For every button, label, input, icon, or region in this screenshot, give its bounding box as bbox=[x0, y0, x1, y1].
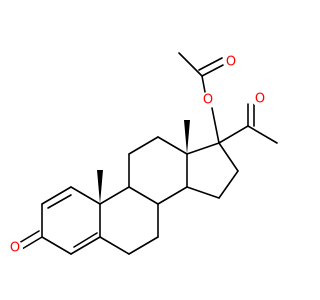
bond-c16-c15 bbox=[218, 170, 239, 199]
bond-c17-o-ester bbox=[211, 107, 220, 144]
bond-c17-c20 bbox=[218, 125, 249, 144]
atom-o-ester: O bbox=[203, 93, 213, 108]
bond-c3-o-1 bbox=[21, 236, 43, 250]
bond-c-acyl-o-1 bbox=[201, 63, 226, 77]
bond-c1-c2-inner bbox=[47, 194, 72, 209]
bond-c1-c2-outer bbox=[41, 186, 72, 205]
bond-c3-c4 bbox=[41, 236, 72, 255]
bond-c14-c8 bbox=[157, 186, 188, 205]
bond-o-ester-c-acyl bbox=[201, 75, 206, 93]
oxygen-labels: O O O O bbox=[7, 54, 268, 256]
bond-c3-o-2 bbox=[18, 230, 40, 244]
methyl-wedge-c10 bbox=[97, 170, 103, 204]
bond-c6-c7 bbox=[128, 236, 159, 255]
atom-o-acetoxy-carbonyl: O bbox=[226, 55, 236, 70]
acetyl-group bbox=[218, 103, 278, 144]
bond-c11-c12 bbox=[128, 136, 159, 155]
bond-c12-c13 bbox=[157, 136, 188, 155]
bond-c5-c6 bbox=[99, 236, 130, 255]
bond-c-acyl-o-2 bbox=[198, 57, 223, 71]
acetoxy-group bbox=[178, 52, 226, 144]
atom-o-acetyl-carbonyl: O bbox=[255, 92, 265, 107]
ring-a bbox=[18, 186, 101, 255]
methyl-wedge-c13 bbox=[184, 120, 190, 154]
bond-c-acyl-ch3 bbox=[178, 52, 203, 77]
bond-c9-c10 bbox=[99, 186, 130, 205]
molecule-structure-diagram: O O O O bbox=[7, 52, 278, 256]
bond-c10-c1 bbox=[70, 186, 101, 205]
bond-c15-c14 bbox=[186, 186, 220, 199]
bond-c20-c21 bbox=[247, 125, 278, 144]
ring-d bbox=[186, 142, 239, 199]
ring-c bbox=[128, 136, 188, 205]
bond-c17-c16 bbox=[218, 142, 239, 172]
ring-b bbox=[99, 186, 159, 255]
atom-o-ketone: O bbox=[10, 241, 20, 256]
bond-c13-c17 bbox=[186, 142, 220, 155]
bond-c4-c5-outer bbox=[70, 236, 101, 255]
bond-c4-c5-inner bbox=[73, 232, 98, 248]
bond-c8-c9 bbox=[128, 186, 159, 205]
